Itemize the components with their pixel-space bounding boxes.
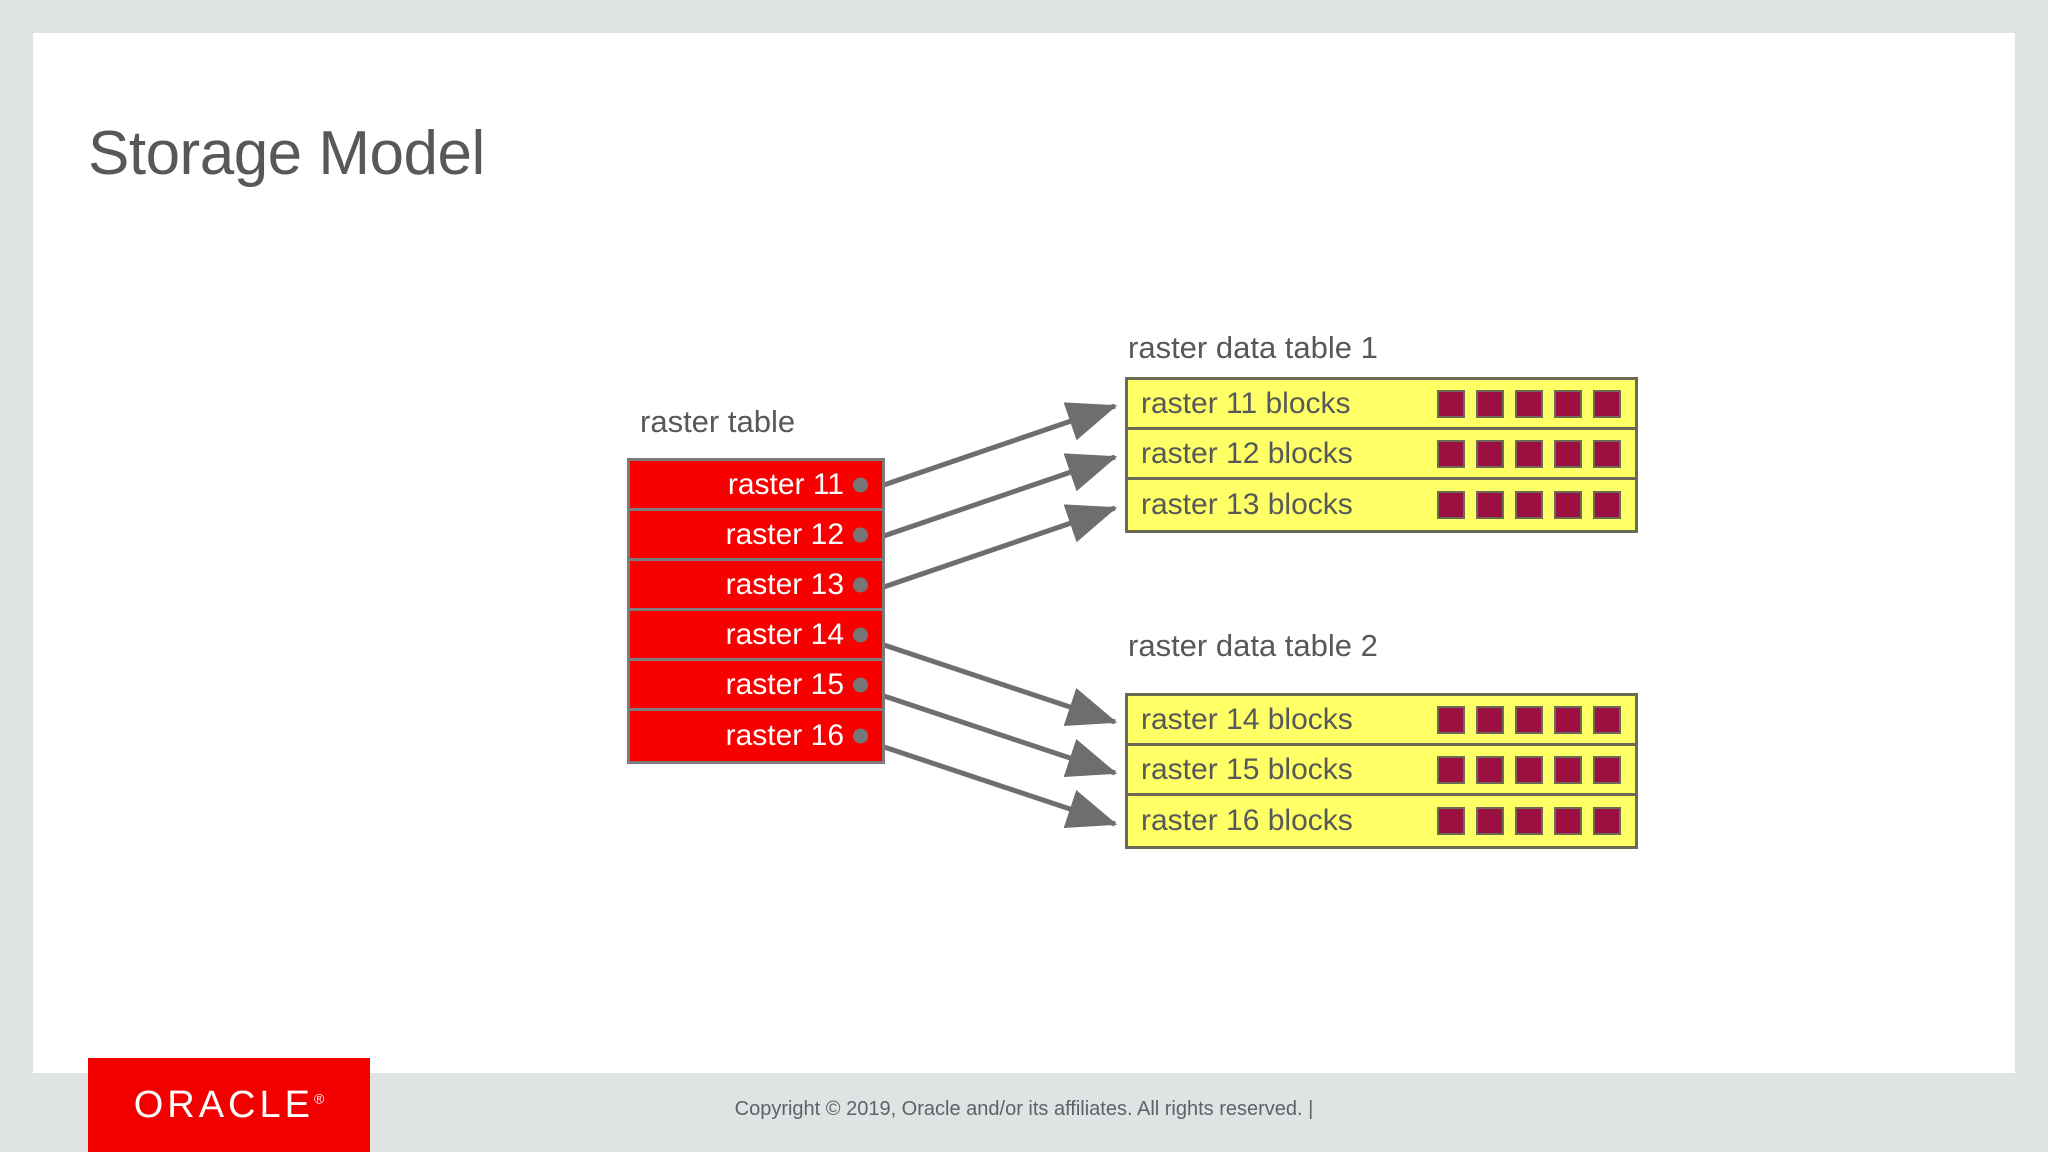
block-square-icon <box>1515 705 1543 734</box>
block-square-icon <box>1515 755 1543 784</box>
block-square-icon <box>1593 491 1621 519</box>
block-square-icon <box>1515 807 1543 835</box>
block-square-icon <box>1515 491 1543 519</box>
raster-table-row[interactable]: raster 16 <box>630 711 882 761</box>
raster-data-row[interactable]: raster 13 blocks <box>1128 480 1635 530</box>
block-square-icon <box>1437 755 1465 784</box>
raster-row-label: raster 12 <box>725 517 844 551</box>
block-square-icon <box>1593 439 1621 468</box>
raster-row-label: raster 11 <box>727 467 844 501</box>
raster-data-row[interactable]: raster 14 blocks <box>1128 696 1635 746</box>
block-square-icon <box>1593 705 1621 734</box>
block-square-icon <box>1476 807 1504 835</box>
block-square-icon <box>1593 389 1621 418</box>
block-square-icon <box>1554 491 1582 519</box>
block-square-icon <box>1554 705 1582 734</box>
raster-data-table-1: raster 11 blocks raster 12 blocks raster… <box>1125 377 1638 533</box>
raster-data-row[interactable]: raster 11 blocks <box>1128 380 1635 430</box>
block-square-icon <box>1515 389 1543 418</box>
page-title: Storage Model <box>88 119 485 188</box>
raster-table-label: raster table <box>640 404 796 439</box>
block-square-icon <box>1554 439 1582 468</box>
raster-row-label: raster 16 <box>725 719 844 752</box>
block-strip <box>1437 705 1621 734</box>
connector-dot-icon <box>853 627 868 642</box>
block-square-icon <box>1437 491 1465 519</box>
raster-data-row[interactable]: raster 16 blocks <box>1128 796 1635 846</box>
registered-mark-icon: ® <box>313 1089 325 1106</box>
block-square-icon <box>1476 705 1504 734</box>
block-strip <box>1437 439 1621 468</box>
oracle-wordmark: ORACLE® <box>134 1084 325 1127</box>
block-square-icon <box>1437 807 1465 835</box>
raster-row-label: raster 14 <box>725 617 844 651</box>
raster-table: raster 11 raster 12 raster 13 raster 14 … <box>627 458 885 764</box>
block-square-icon <box>1593 755 1621 784</box>
block-square-icon <box>1476 755 1504 784</box>
raster-data-table-2-label: raster data table 2 <box>1128 628 1378 663</box>
raster-table-row[interactable]: raster 12 <box>630 511 882 561</box>
block-strip <box>1437 389 1621 418</box>
block-square-icon <box>1476 439 1504 468</box>
raster-data-row-label: raster 12 blocks <box>1141 436 1353 470</box>
raster-data-row-label: raster 13 blocks <box>1141 488 1353 521</box>
raster-data-row[interactable]: raster 12 blocks <box>1128 430 1635 480</box>
block-strip <box>1437 755 1621 784</box>
block-square-icon <box>1437 389 1465 418</box>
raster-data-row-label: raster 11 blocks <box>1141 386 1351 420</box>
raster-row-label: raster 15 <box>725 667 844 701</box>
block-square-icon <box>1476 491 1504 519</box>
raster-data-row-label: raster 14 blocks <box>1141 702 1353 736</box>
block-square-icon <box>1515 439 1543 468</box>
raster-data-row-label: raster 15 blocks <box>1141 752 1353 786</box>
connector-line-14 <box>871 638 1118 726</box>
connector-dot-icon <box>853 728 868 744</box>
connector-dot-icon <box>853 577 868 592</box>
block-square-icon <box>1554 807 1582 835</box>
oracle-logo: ORACLE® <box>88 1058 370 1152</box>
raster-table-row[interactable]: raster 14 <box>630 611 882 661</box>
block-square-icon <box>1593 807 1621 835</box>
block-strip <box>1437 491 1621 519</box>
block-square-icon <box>1554 389 1582 418</box>
connector-line-15 <box>871 689 1118 777</box>
block-square-icon <box>1437 705 1465 734</box>
raster-table-row[interactable]: raster 13 <box>630 561 882 611</box>
copyright-notice: Copyright © 2019, Oracle and/or its affi… <box>734 1098 1314 1120</box>
block-square-icon <box>1437 439 1465 468</box>
connector-dot-icon <box>853 527 868 542</box>
raster-data-row-label: raster 16 blocks <box>1141 804 1353 837</box>
raster-table-row[interactable]: raster 11 <box>630 461 882 511</box>
connector-line-16 <box>871 740 1118 828</box>
connector-line-12 <box>871 453 1118 543</box>
raster-row-label: raster 13 <box>725 567 844 601</box>
connector-line-13 <box>871 504 1118 594</box>
raster-data-row[interactable]: raster 15 blocks <box>1128 746 1635 796</box>
connector-line-11 <box>871 402 1118 492</box>
connector-dot-icon <box>853 477 868 492</box>
block-strip <box>1437 807 1621 835</box>
raster-table-row[interactable]: raster 15 <box>630 661 882 711</box>
connector-dot-icon <box>853 677 868 692</box>
raster-data-table-1-label: raster data table 1 <box>1128 330 1378 365</box>
block-square-icon <box>1554 755 1582 784</box>
raster-data-table-2: raster 14 blocks raster 15 blocks raster… <box>1125 693 1638 849</box>
oracle-wordmark-text: ORACLE <box>133 1083 314 1126</box>
block-square-icon <box>1476 389 1504 418</box>
